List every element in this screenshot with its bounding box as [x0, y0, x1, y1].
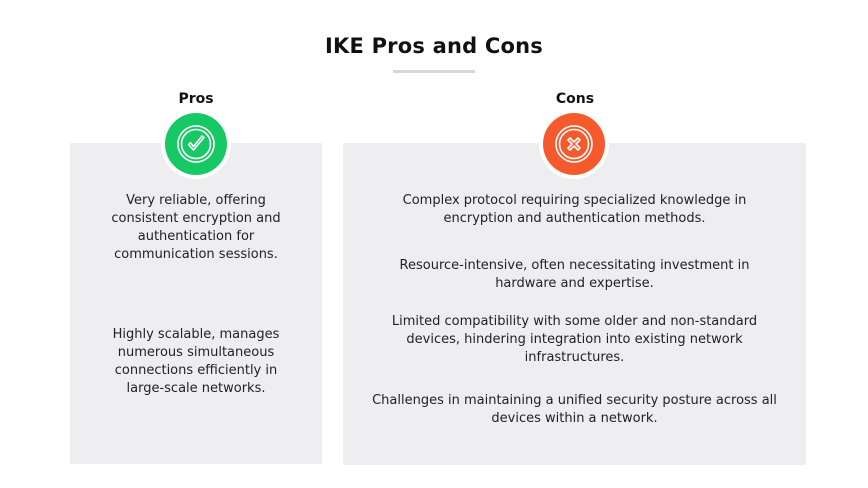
cons-badge — [539, 109, 609, 179]
pros-item: Very reliable, offering consistent encry… — [111, 193, 281, 262]
pros-item: Highly scalable, manages numerous simult… — [112, 327, 280, 396]
check-circle-icon — [165, 113, 227, 175]
page-title: IKE Pros and Cons — [325, 34, 543, 58]
cons-item: Limited compatibility with some older an… — [391, 314, 758, 365]
cons-heading: Cons — [555, 91, 595, 107]
pros-badge — [161, 109, 231, 179]
pros-panel — [70, 143, 322, 464]
cons-panel — [343, 143, 806, 465]
x-circle-icon — [543, 113, 605, 175]
pros-heading: Pros — [178, 91, 214, 107]
cons-item: Complex protocol requiring specialized k… — [402, 193, 747, 226]
title-underline-divider — [393, 70, 475, 73]
cons-item: Challenges in maintaining a unified secu… — [372, 393, 777, 426]
cons-item: Resource-intensive, often necessitating … — [399, 258, 750, 291]
